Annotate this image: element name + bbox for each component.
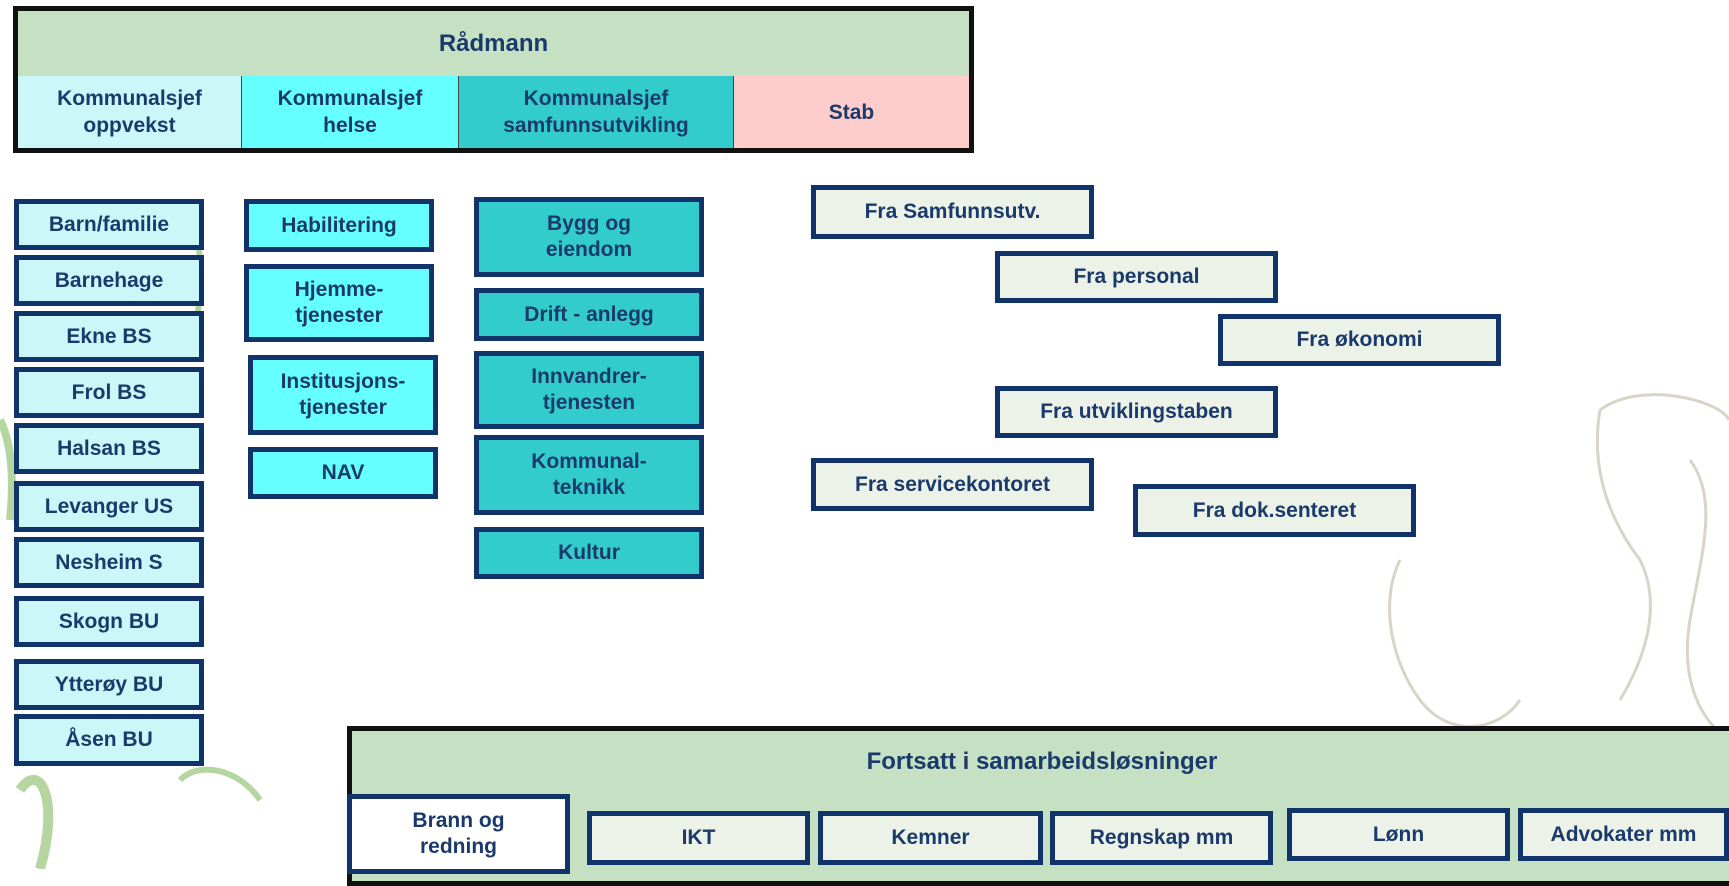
unit-kommunalteknikk: Kommunal- teknikk [474, 435, 704, 515]
stab-fra-utviklingstaben: Fra utviklingstaben [995, 386, 1278, 438]
unit-ytteroy-bu: Ytterøy BU [14, 659, 204, 710]
item-kemner: Kemner [818, 811, 1043, 865]
item-advokater-mm: Advokater mm [1518, 808, 1729, 861]
unit-halsan-bs: Halsan BS [14, 423, 204, 474]
stab-column: Stab [733, 76, 969, 148]
item-regnskap-mm: Regnskap mm [1050, 811, 1273, 865]
kommunalsjef-helse: Kommunalsjef helse [241, 76, 458, 148]
stab-fra-servicekontoret: Fra servicekontoret [811, 458, 1094, 511]
unit-asen-bu: Åsen BU [14, 714, 204, 766]
unit-skogn-bu: Skogn BU [14, 596, 204, 647]
unit-frol-bs: Frol BS [14, 367, 204, 418]
unit-nesheim-s: Nesheim S [14, 537, 204, 588]
unit-institusjonstjenester: Institusjons- tjenester [248, 355, 438, 435]
stab-fra-okonomi: Fra økonomi [1218, 314, 1501, 366]
unit-ekne-bs: Ekne BS [14, 311, 204, 362]
unit-bygg-og-eiendom: Bygg og eiendom [474, 197, 704, 277]
unit-levanger-us: Levanger US [14, 481, 204, 532]
radmann-title: Rådmann [438, 29, 549, 57]
unit-drift-anlegg: Drift - anlegg [474, 288, 704, 341]
radmann-block: Rådmann Kommunalsjef oppvekst Kommunalsj… [13, 6, 974, 153]
item-brann-og-redning: Brann og redning [347, 794, 570, 874]
unit-habilitering: Habilitering [244, 199, 434, 252]
stab-fra-personal: Fra personal [995, 251, 1278, 303]
stab-fra-dok-senteret: Fra dok.senteret [1133, 484, 1416, 537]
item-ikt: IKT [587, 811, 810, 865]
stab-fra-samfunnsutv: Fra Samfunnsutv. [811, 185, 1094, 239]
unit-nav: NAV [248, 447, 438, 499]
unit-kultur: Kultur [474, 527, 704, 579]
unit-barnehage: Barnehage [14, 255, 204, 306]
samarbeidslosninger-title: Fortsatt i samarbeidsløsninger [866, 748, 1218, 775]
kommunalsjef-oppvekst: Kommunalsjef oppvekst [18, 76, 241, 148]
unit-innvandrertjenesten: Innvandrer- tjenesten [474, 351, 704, 429]
unit-hjemmetjenester: Hjemme- tjenester [244, 264, 434, 342]
unit-barn-familie: Barn/familie [14, 199, 204, 250]
item-lonn: Lønn [1287, 808, 1510, 861]
kommunalsjef-samfunnsutvikling: Kommunalsjef samfunnsutvikling [458, 76, 733, 148]
